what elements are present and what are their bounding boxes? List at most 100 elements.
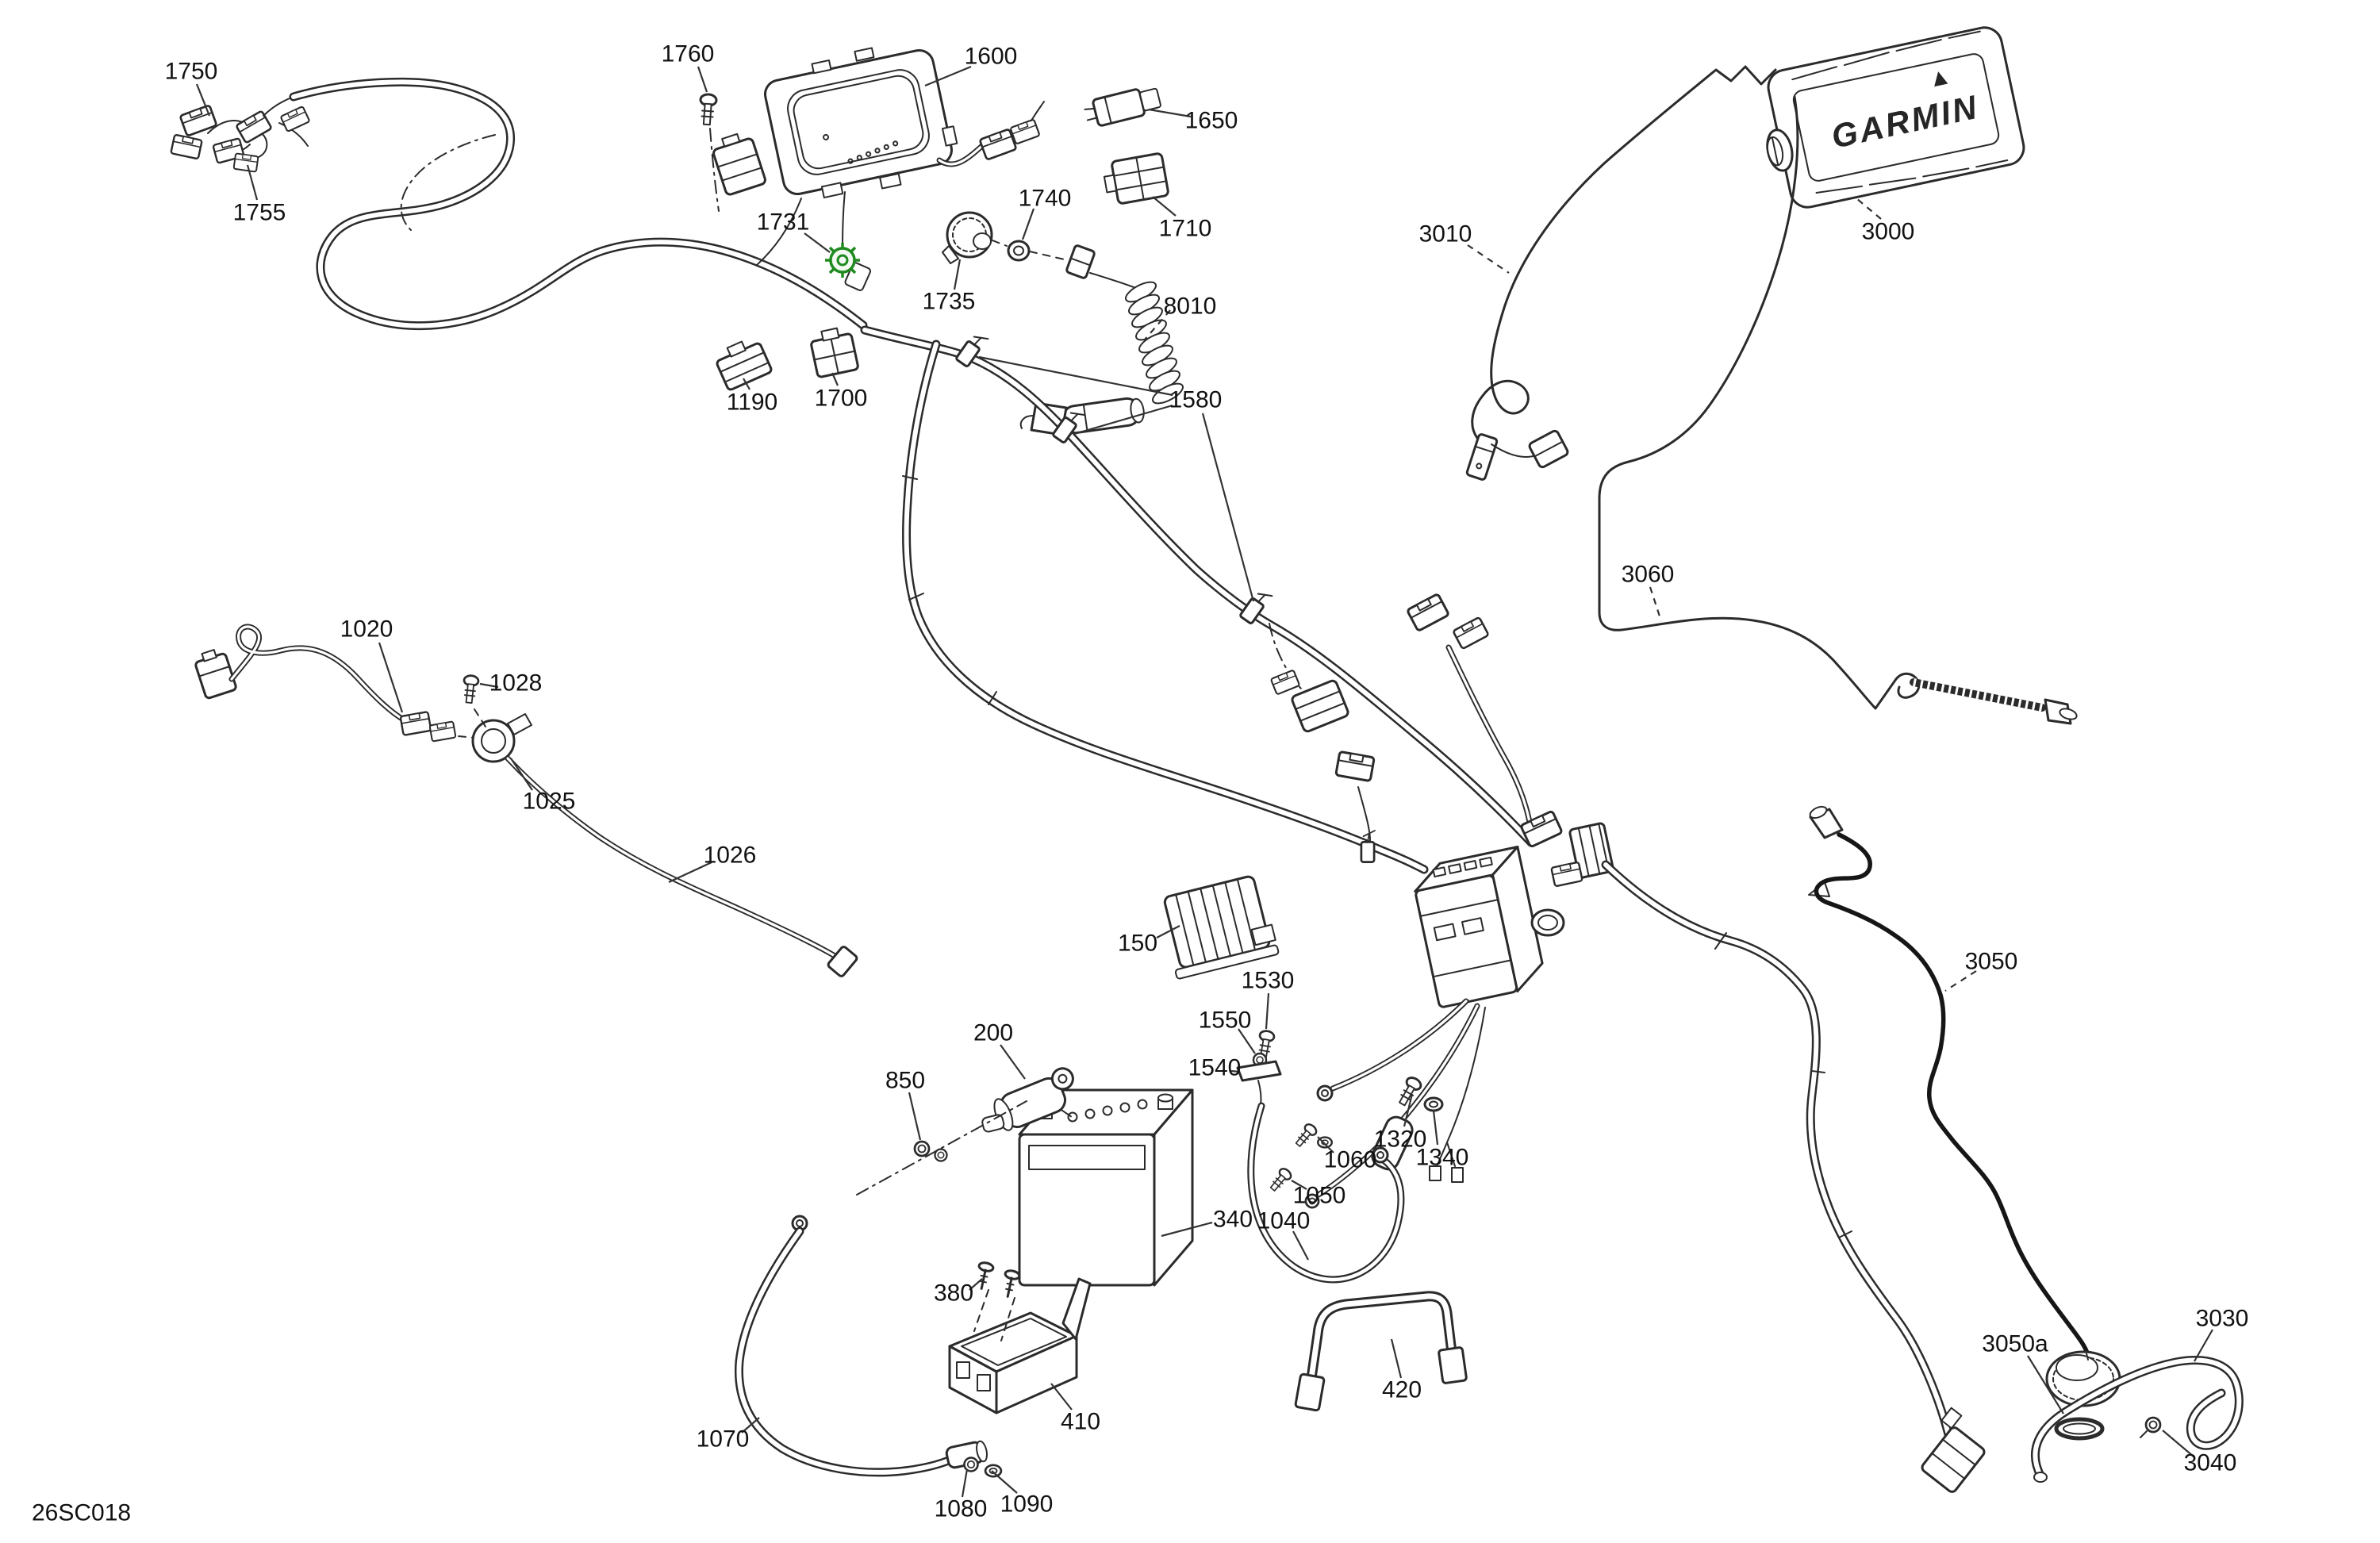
tray-screws-380 [973,1260,1022,1341]
leader-1600 [924,65,972,87]
part-1700 [810,327,859,378]
leader-1580 [978,355,1173,397]
leader-1025 [510,758,533,791]
gauge-cluster-1600 [764,47,958,199]
part-1190 [716,340,773,391]
callout-340: 340 [1213,1207,1253,1233]
sensor-wire-1026 [505,755,858,977]
callout-1028: 1028 [489,670,543,697]
battery-340 [1018,1088,1194,1287]
antenna-wire-3050 [1809,805,2090,1357]
battery-strap-420 [1294,1291,1468,1412]
callout-3000: 3000 [1862,219,1915,245]
callout-150: 150 [1118,931,1157,957]
connector-1731-highlighted [825,243,872,291]
garmin-triangle-logo: ▲ [1925,63,1954,93]
callout-3010: 3010 [1419,221,1472,248]
callout-380: 380 [934,1280,973,1307]
callout-1760: 1760 [662,41,715,67]
leader-1750 [195,83,211,117]
callout-1580: 1580 [1169,387,1223,413]
connector-cluster-1750 [170,104,311,173]
callout-1755: 1755 [233,200,286,226]
gauge-wire [756,101,1045,266]
callout-200: 200 [973,1020,1013,1046]
bolt-1060 [1292,1121,1319,1150]
leader-3040 [2162,1430,2194,1457]
branch-connector-group [1406,592,1534,835]
callout-1340: 1340 [1416,1145,1469,1171]
callout-1040: 1040 [1257,1208,1311,1234]
main-backbone-harness [860,325,1536,874]
leader-1740 [1021,208,1035,240]
callout-1731: 1731 [757,209,810,236]
leader-1550 [1238,1028,1256,1054]
callout-1550: 1550 [1199,1008,1252,1034]
leader-1080 [961,1468,969,1498]
leader-380 [969,1278,983,1291]
callout-1600: 1600 [965,44,1018,70]
leader-1540 [1230,1069,1240,1073]
bolt-1050 [1266,1165,1294,1195]
callout-1750: 1750 [165,59,218,85]
solenoid-200 [981,1067,1074,1133]
rear-harness [1601,860,1986,1493]
callout-3060: 3060 [1622,562,1675,588]
leader-3030 [2194,1329,2213,1362]
gps-wire-3010 [1465,65,1777,481]
wire-3060 [1598,95,2078,725]
leader-1028 [479,682,499,689]
leader-1580 [1201,413,1255,602]
part-1650 [1084,87,1161,127]
callout-1026: 1026 [704,843,757,869]
leader-1190 [743,378,750,390]
leader-3050 [1944,970,1977,992]
callout-3050: 3050 [1965,949,2018,975]
callout-1530: 1530 [1242,968,1295,994]
battery-tray-410 [948,1277,1092,1414]
callout-1320: 1320 [1374,1127,1427,1153]
leader-1026 [668,862,712,883]
leader-1710 [1152,196,1177,217]
callout-1020: 1020 [340,616,393,643]
callout-1190: 1190 [727,390,778,416]
callout-1025: 1025 [523,789,576,815]
callout-1650: 1650 [1185,108,1238,134]
screw-1760 [697,92,720,212]
leader-200 [1000,1044,1026,1080]
leader-1340 [1432,1110,1439,1146]
leader-3050a [2027,1355,2064,1414]
leader-340 [1161,1221,1213,1238]
leader-1320 [1403,1093,1414,1127]
nut-3040 [2140,1416,2162,1438]
leader-1070 [741,1417,760,1434]
leader-1530 [1265,992,1270,1030]
connector-under-1760 [712,132,766,196]
leader-3000 [1856,198,1882,220]
callout-1070: 1070 [697,1426,750,1453]
callout-1540: 1540 [1188,1055,1242,1081]
leader-1020 [378,642,404,713]
hose-3030 [2030,1356,2244,1483]
callout-8010: 8010 [1164,294,1217,320]
drawing-code: 26SC018 [32,1500,131,1526]
leader-150 [1156,925,1180,938]
assembly-dashes [992,240,1069,261]
callout-1060: 1060 [1324,1147,1377,1173]
leader-3010 [1467,244,1510,274]
battery-cable-1040-group [1236,1028,1405,1284]
leader-1060 [1317,1136,1334,1153]
battery-terminal-pos [1157,1093,1173,1110]
callout-3050a: 3050a [1982,1331,2048,1357]
callout-3040: 3040 [2184,1450,2237,1476]
sensor-wire-1020 [194,624,475,743]
leader-1090 [991,1470,1018,1494]
ground-cable-1070 [734,1215,1003,1478]
callout-1090: 1090 [1000,1491,1054,1518]
leader-1700 [831,372,839,386]
screw-1028 [460,674,486,727]
leader-1731 [804,232,831,253]
